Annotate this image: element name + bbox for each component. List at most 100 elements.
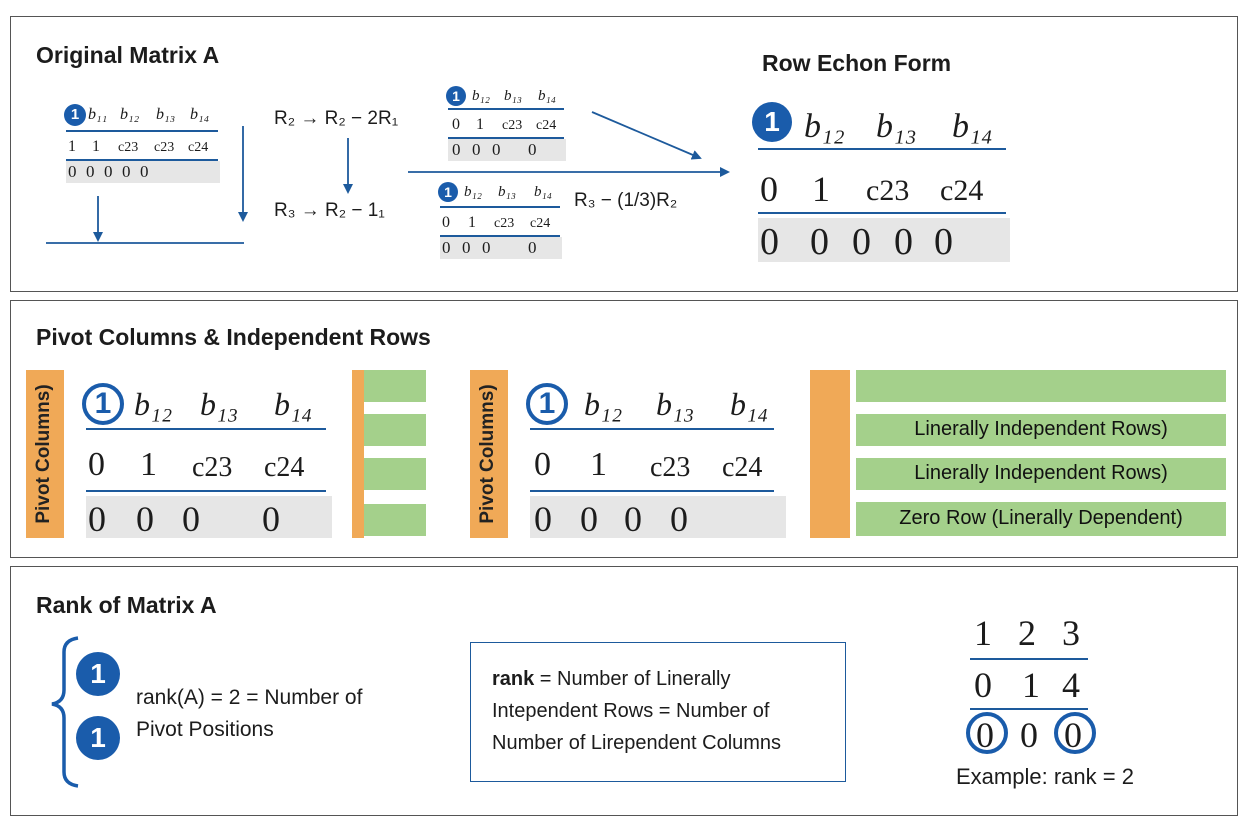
zero-row-highlight <box>66 161 220 183</box>
matrix-entry: 0 <box>534 446 551 483</box>
matrix-entry: 1 <box>468 214 476 231</box>
matrix-entry: b₁₂ <box>120 106 140 123</box>
rank-definition-line1: rank = Number of Linerally <box>492 668 730 691</box>
matrix-entry: 1 <box>1022 665 1040 705</box>
row-operation-1: R₂ → R₂ − 2R₁ <box>274 108 399 129</box>
matrix-entry: 0 <box>122 162 131 181</box>
matrix-entry: b₁₂ <box>472 88 490 104</box>
pivot-badge: 1 <box>76 652 120 696</box>
pivot-badge: 1 <box>752 102 792 142</box>
matrix-entry: b₁₂ <box>804 108 845 145</box>
rank-definition-rest: = Number of Linerally <box>534 668 731 690</box>
matrix-entry: 3 <box>1062 613 1080 653</box>
matrix-entry: 0 <box>492 140 501 159</box>
matrix-entry: 0 <box>528 140 537 159</box>
rank-panel <box>10 566 1238 816</box>
row-divider <box>530 428 774 430</box>
row-indicator <box>364 458 426 490</box>
zero-row-text: Zero Row (Linerally Dependent) <box>899 507 1183 529</box>
matrix-entry: b₁₂ <box>134 386 173 422</box>
matrix-entry: 0 <box>472 140 481 159</box>
matrix-entry: 0 <box>1064 715 1082 755</box>
matrix-entry: 0 <box>482 238 491 257</box>
row-indicator <box>364 504 426 536</box>
rank-title: Rank of Matrix A <box>36 592 217 618</box>
row-divider <box>970 658 1088 660</box>
matrix-entry: 1 <box>92 138 100 155</box>
matrix-entry: 0 <box>452 140 461 159</box>
matrix-entry: 0 <box>760 169 778 209</box>
matrix-entry: 0 <box>462 238 471 257</box>
matrix-entry: 1 <box>476 116 484 133</box>
matrix-entry: b₁₄ <box>538 88 556 104</box>
matrix-entry: b₁₃ <box>200 386 239 422</box>
matrix-entry: 0 <box>442 214 450 231</box>
matrix-entry: b₁₄ <box>534 184 552 200</box>
matrix-entry: 2 <box>1018 613 1036 653</box>
matrix-entry: c24 <box>188 140 209 155</box>
rank-definition-box <box>470 642 846 782</box>
matrix-entry: 0 <box>136 499 154 539</box>
pivot-columns-title: Pivot Columns & Independent Rows <box>36 324 431 350</box>
matrix-entry: b₁₄ <box>730 386 769 422</box>
example-caption: Example: rank = 2 <box>956 764 1134 789</box>
row-divider <box>448 137 564 139</box>
pivot-badge: 1 <box>438 182 458 202</box>
row-divider <box>440 206 560 208</box>
matrix-entry: 0 <box>442 238 451 257</box>
row-indicator <box>856 370 1226 402</box>
pivot-badge: 1 <box>64 104 86 126</box>
pivot-badge: 1 <box>76 716 120 760</box>
matrix-entry: b₁₃ <box>156 106 176 123</box>
pivot-columns-label-bar <box>470 370 508 538</box>
original-matrix-title: Original Matrix A <box>36 42 220 68</box>
matrix-entry: b₁₂ <box>464 184 482 200</box>
row-divider <box>66 159 218 161</box>
matrix-entry: c23 <box>650 452 691 483</box>
row-divider <box>970 708 1088 710</box>
rank-definition-line3: Number of Lirependent Columns <box>492 732 782 754</box>
matrix-entry: 0 <box>974 665 992 705</box>
matrix-entry: 0 <box>262 499 280 539</box>
matrix-entry: b₁₄ <box>952 108 993 145</box>
matrix-entry: 0 <box>182 499 200 539</box>
matrix-entry: 0 <box>140 162 149 181</box>
row-operation-3: R₃ − (1/3)R₂ <box>574 190 678 211</box>
row-reduction-panel <box>10 16 1238 292</box>
matrix-entry: 0 <box>852 221 871 263</box>
matrix-entry: 1 <box>68 138 76 155</box>
pivot-ring: 1 <box>82 383 124 425</box>
matrix-entry: c24 <box>536 118 557 133</box>
matrix-entry: 1 <box>974 613 992 653</box>
row-divider <box>758 212 1006 214</box>
matrix-entry: 1 <box>590 446 607 483</box>
independent-row-label: Linerally Independent Rows) <box>856 458 1226 490</box>
pivot-badge: 1 <box>446 86 466 106</box>
zero-row-highlight <box>440 237 562 259</box>
matrix-entry: 0 <box>88 499 106 539</box>
matrix-entry: c23 <box>192 452 233 483</box>
matrix-entry: b₁₄ <box>190 106 210 123</box>
row-indicator-bar <box>352 370 364 538</box>
row-indicator-bar <box>810 370 850 538</box>
matrix-entry: b₁₃ <box>656 386 695 422</box>
diagonal-arrow <box>591 111 702 160</box>
rank-statement-line2: Pivot Positions <box>136 718 274 741</box>
zero-ring <box>1054 712 1096 754</box>
matrix-entry: c23 <box>502 118 523 133</box>
zero-row-highlight <box>86 496 332 538</box>
matrix-entry: 0 <box>1020 715 1038 755</box>
matrix-entry: b₁₃ <box>498 184 516 200</box>
rank-definition-line2: Intependent Rows = Number of <box>492 700 770 722</box>
matrix-entry: 0 <box>104 162 113 181</box>
matrix-entry: 0 <box>670 499 688 539</box>
independent-row-text: Linerally Independent Rows) <box>914 418 1168 440</box>
matrix-entry: 0 <box>528 238 537 257</box>
matrix-entry: 1 <box>812 169 830 209</box>
rank-statement-line1: rank(A) = 2 = Number of <box>136 686 363 709</box>
zero-row-highlight <box>448 139 566 161</box>
matrix-entry: b₁₄ <box>274 386 313 422</box>
matrix-entry: 0 <box>534 499 552 539</box>
pivot-columns-label-bar <box>26 370 64 538</box>
